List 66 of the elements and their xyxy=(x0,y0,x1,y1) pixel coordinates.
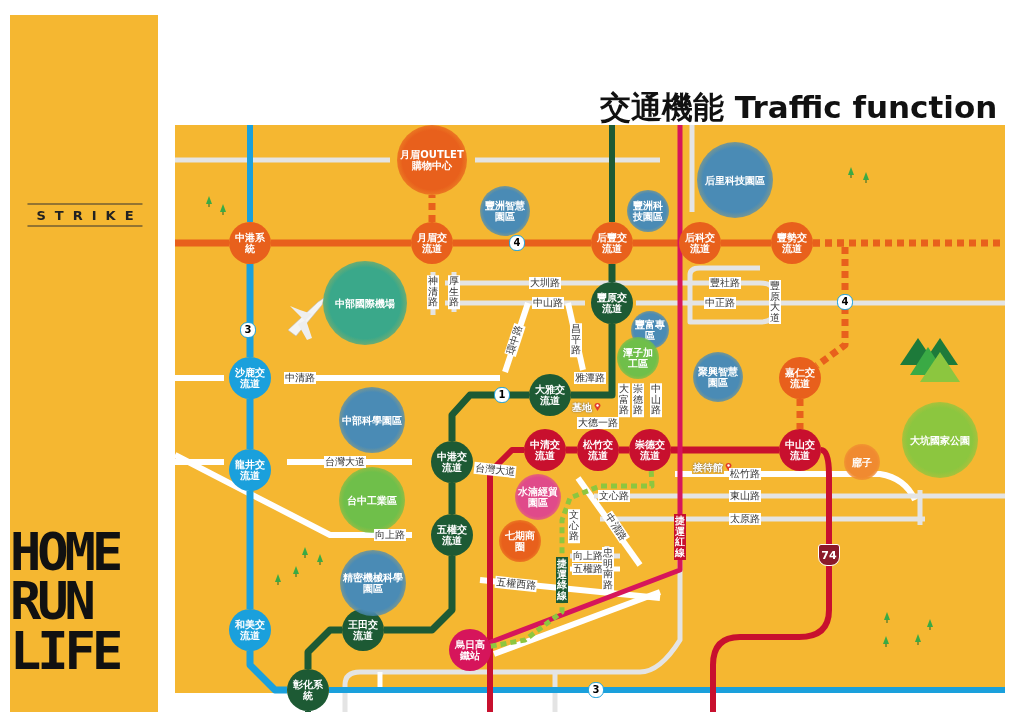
highway-line xyxy=(246,651,287,694)
airport-area: 中部國際機場 xyxy=(323,261,407,345)
road-label: 文心路 xyxy=(568,509,580,543)
area-circle: 大坑國家公園 xyxy=(902,402,978,478)
interchange-marker: 彰化系統 xyxy=(287,669,329,711)
road-label: 崇德路 xyxy=(632,383,644,417)
highway-line xyxy=(796,399,804,429)
metro-line-label: 捷運綠線 xyxy=(556,557,568,603)
area-circle: 后里科技園區 xyxy=(697,142,773,218)
highway-shield: 3 xyxy=(588,682,604,698)
place-label: 基地 xyxy=(571,402,593,414)
highway-line xyxy=(571,324,616,399)
area-circle: 水湳經貿園區 xyxy=(515,474,561,520)
highway-line xyxy=(246,264,254,357)
road-label: 大富路 xyxy=(618,383,630,417)
road-label: 向上路 xyxy=(572,550,604,562)
road-label: 松竹路 xyxy=(729,468,761,480)
highway-line xyxy=(246,491,254,609)
area-circle: 豐洲智慧園區 xyxy=(480,186,530,236)
area-circle: 月眉OUTLET購物中心 xyxy=(397,125,467,195)
area-circle: 七期商圈 xyxy=(499,520,541,562)
highway-line xyxy=(384,556,456,634)
road-label: 中山路 xyxy=(532,297,564,309)
road-label: 中山路 xyxy=(650,383,662,417)
road-label: 大德一路 xyxy=(577,417,619,429)
highway-line xyxy=(566,446,577,454)
highway-line xyxy=(448,483,456,514)
highway-line xyxy=(448,391,529,441)
area-circle: 廍子 xyxy=(844,444,880,480)
road-label: 大圳路 xyxy=(529,277,561,289)
slogan-text: STRIKE xyxy=(27,203,143,227)
road-label: 東山路 xyxy=(729,490,761,502)
road-label: 昌平路 xyxy=(570,323,582,357)
highway-line xyxy=(453,239,591,247)
highway-line xyxy=(428,195,436,222)
road-label: 五權路 xyxy=(572,563,604,575)
area-circle: 中部科學園區 xyxy=(339,387,405,453)
road-label: 厚生路 xyxy=(448,275,460,309)
metro-line xyxy=(488,125,683,645)
road-label: 神清路 xyxy=(427,275,439,309)
area-circle: 豐洲科技園區 xyxy=(627,190,669,232)
highway-line xyxy=(246,399,254,449)
highway-line xyxy=(608,264,616,282)
highway-line xyxy=(721,239,771,247)
road-label: 中清路 xyxy=(284,372,316,384)
road-label: 太原路 xyxy=(729,513,761,525)
road-label: 文心路 xyxy=(598,490,630,502)
area-circle: 精密機械科學園區 xyxy=(340,550,406,616)
road-label: 向上路 xyxy=(374,529,406,541)
highway-line xyxy=(271,239,411,247)
highway-line xyxy=(304,626,342,669)
highway-line xyxy=(619,446,629,454)
road-label: 忠明南路 xyxy=(602,547,614,591)
highway-line xyxy=(671,446,779,454)
metro-line-label: 捷運紅線 xyxy=(674,514,686,560)
area-circle: 豐富專區 xyxy=(631,311,669,349)
highway-line xyxy=(633,239,679,247)
area-circle: 聚興智慧園區 xyxy=(693,352,743,402)
road-label: 雅潭路 xyxy=(574,372,606,384)
road-label: 台灣大道 xyxy=(324,456,366,468)
road-label: 豐社路 xyxy=(709,277,741,289)
title: 交通機能 Traffic function xyxy=(600,92,998,123)
road-label: 中正路 xyxy=(704,297,736,309)
slogan-text: HOME RUN LIFE xyxy=(10,528,121,677)
highway-shield: 74 xyxy=(818,544,840,566)
road-label: 豐原大道 xyxy=(769,280,781,324)
